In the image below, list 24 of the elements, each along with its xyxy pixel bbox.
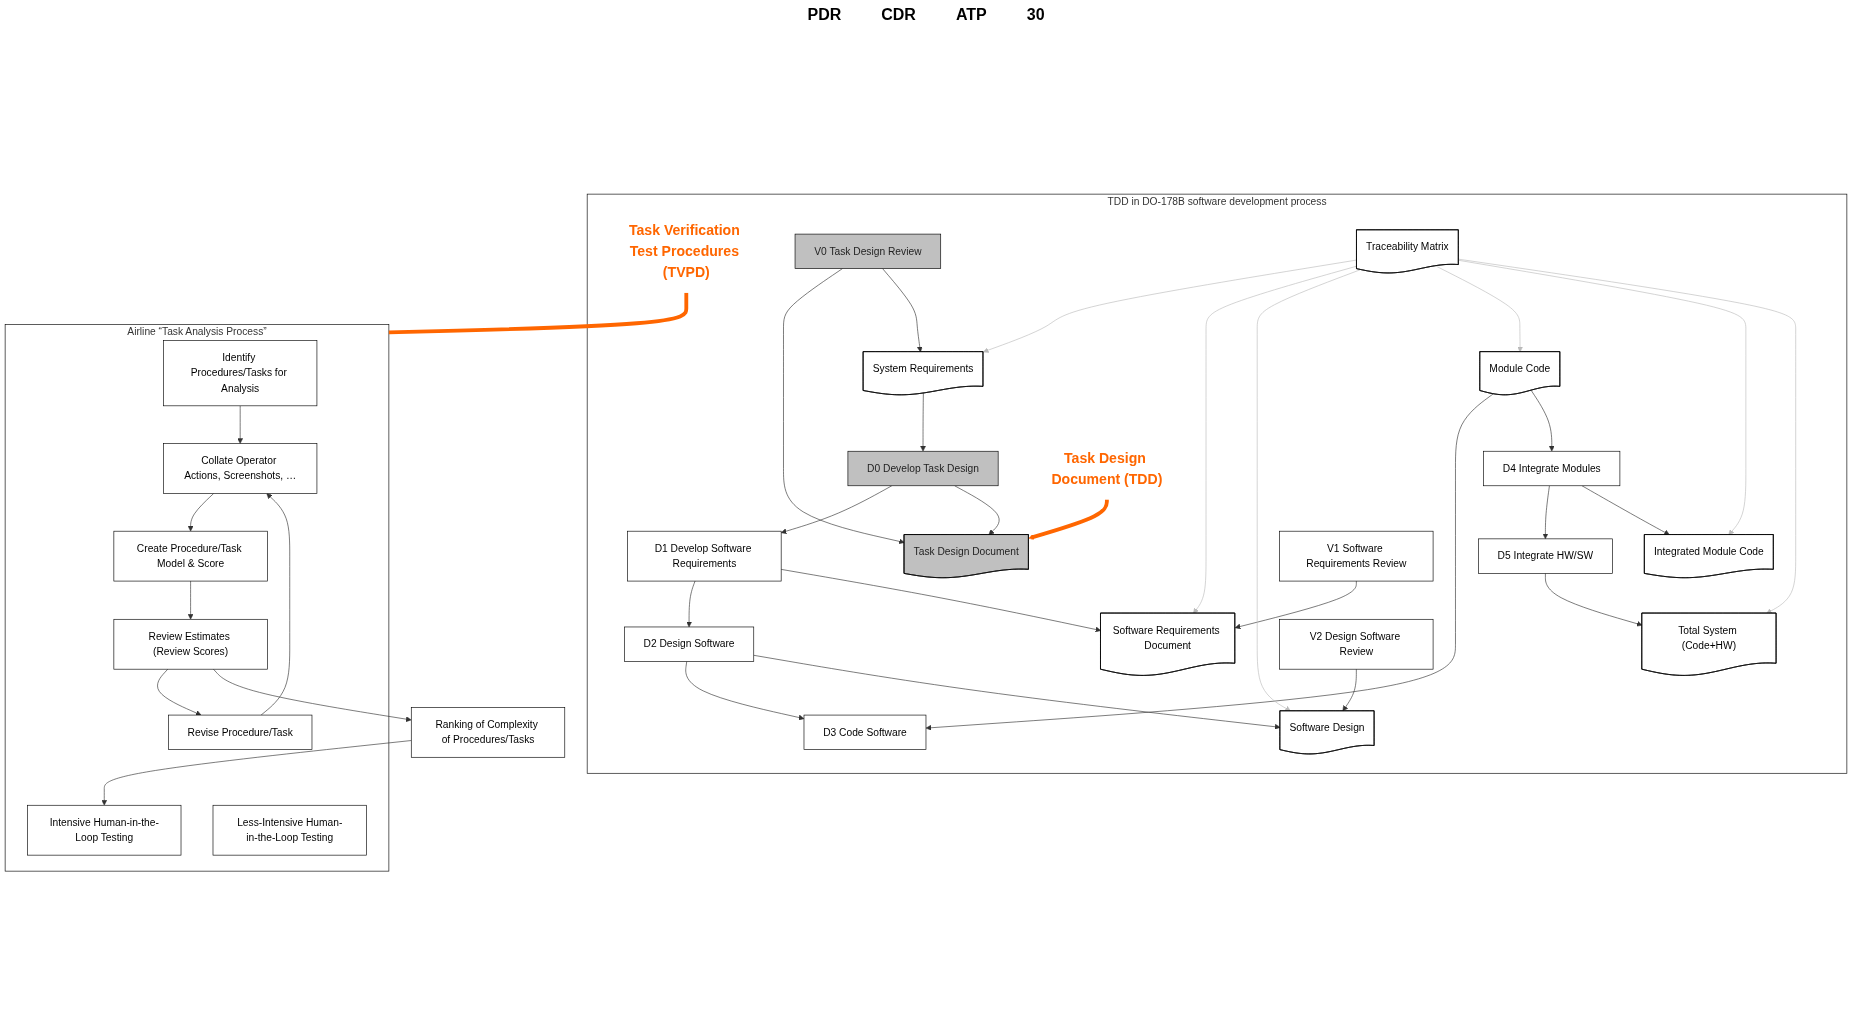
node-box: Less-Intensive Human-in-the-Loop Testing — [212, 805, 367, 856]
node-box: Create Procedure/Task Model & Score — [113, 531, 268, 582]
arrow — [1028, 499, 1109, 540]
node-box: V2 Design Software Review — [1279, 619, 1434, 670]
node-box: D0 Develop Task Design — [847, 451, 999, 487]
node-text: Task Verification Test Procedures (TVPD) — [628, 222, 740, 281]
node-box: D1 Develop Software Requirements — [627, 531, 782, 582]
node-box: Identify Procedures/Tasks for Analysis — [163, 340, 318, 407]
node-box: D4 Integrate Modules — [1483, 451, 1621, 487]
node-box: V0 Task Design Review — [794, 234, 942, 270]
node-box: V1 Software Requirements Review — [1279, 531, 1434, 582]
milestone-label: ATP — [955, 6, 987, 24]
milestone-label: CDR — [881, 6, 916, 24]
node-box: D5 Integrate HW/SW — [1478, 538, 1613, 575]
node-box: Revise Procedure/Task — [168, 715, 313, 751]
node-box: D2 Design Software — [624, 627, 755, 663]
node-box: Intensive Human-in-the-Loop Testing — [27, 805, 182, 856]
milestone-label: PDR — [807, 6, 842, 24]
node-box: Collate Operator Actions, Screenshots, … — [163, 443, 318, 495]
node-box: Ranking of Complexity of Procedures/Tasks — [410, 707, 566, 758]
node-box: Review Estimates (Review Scores) — [113, 619, 268, 670]
milestone-label: 30 — [1026, 6, 1045, 24]
node-box: D3 Code Software — [803, 715, 927, 751]
node-text: Task Design Document (TDD) — [1051, 450, 1163, 488]
